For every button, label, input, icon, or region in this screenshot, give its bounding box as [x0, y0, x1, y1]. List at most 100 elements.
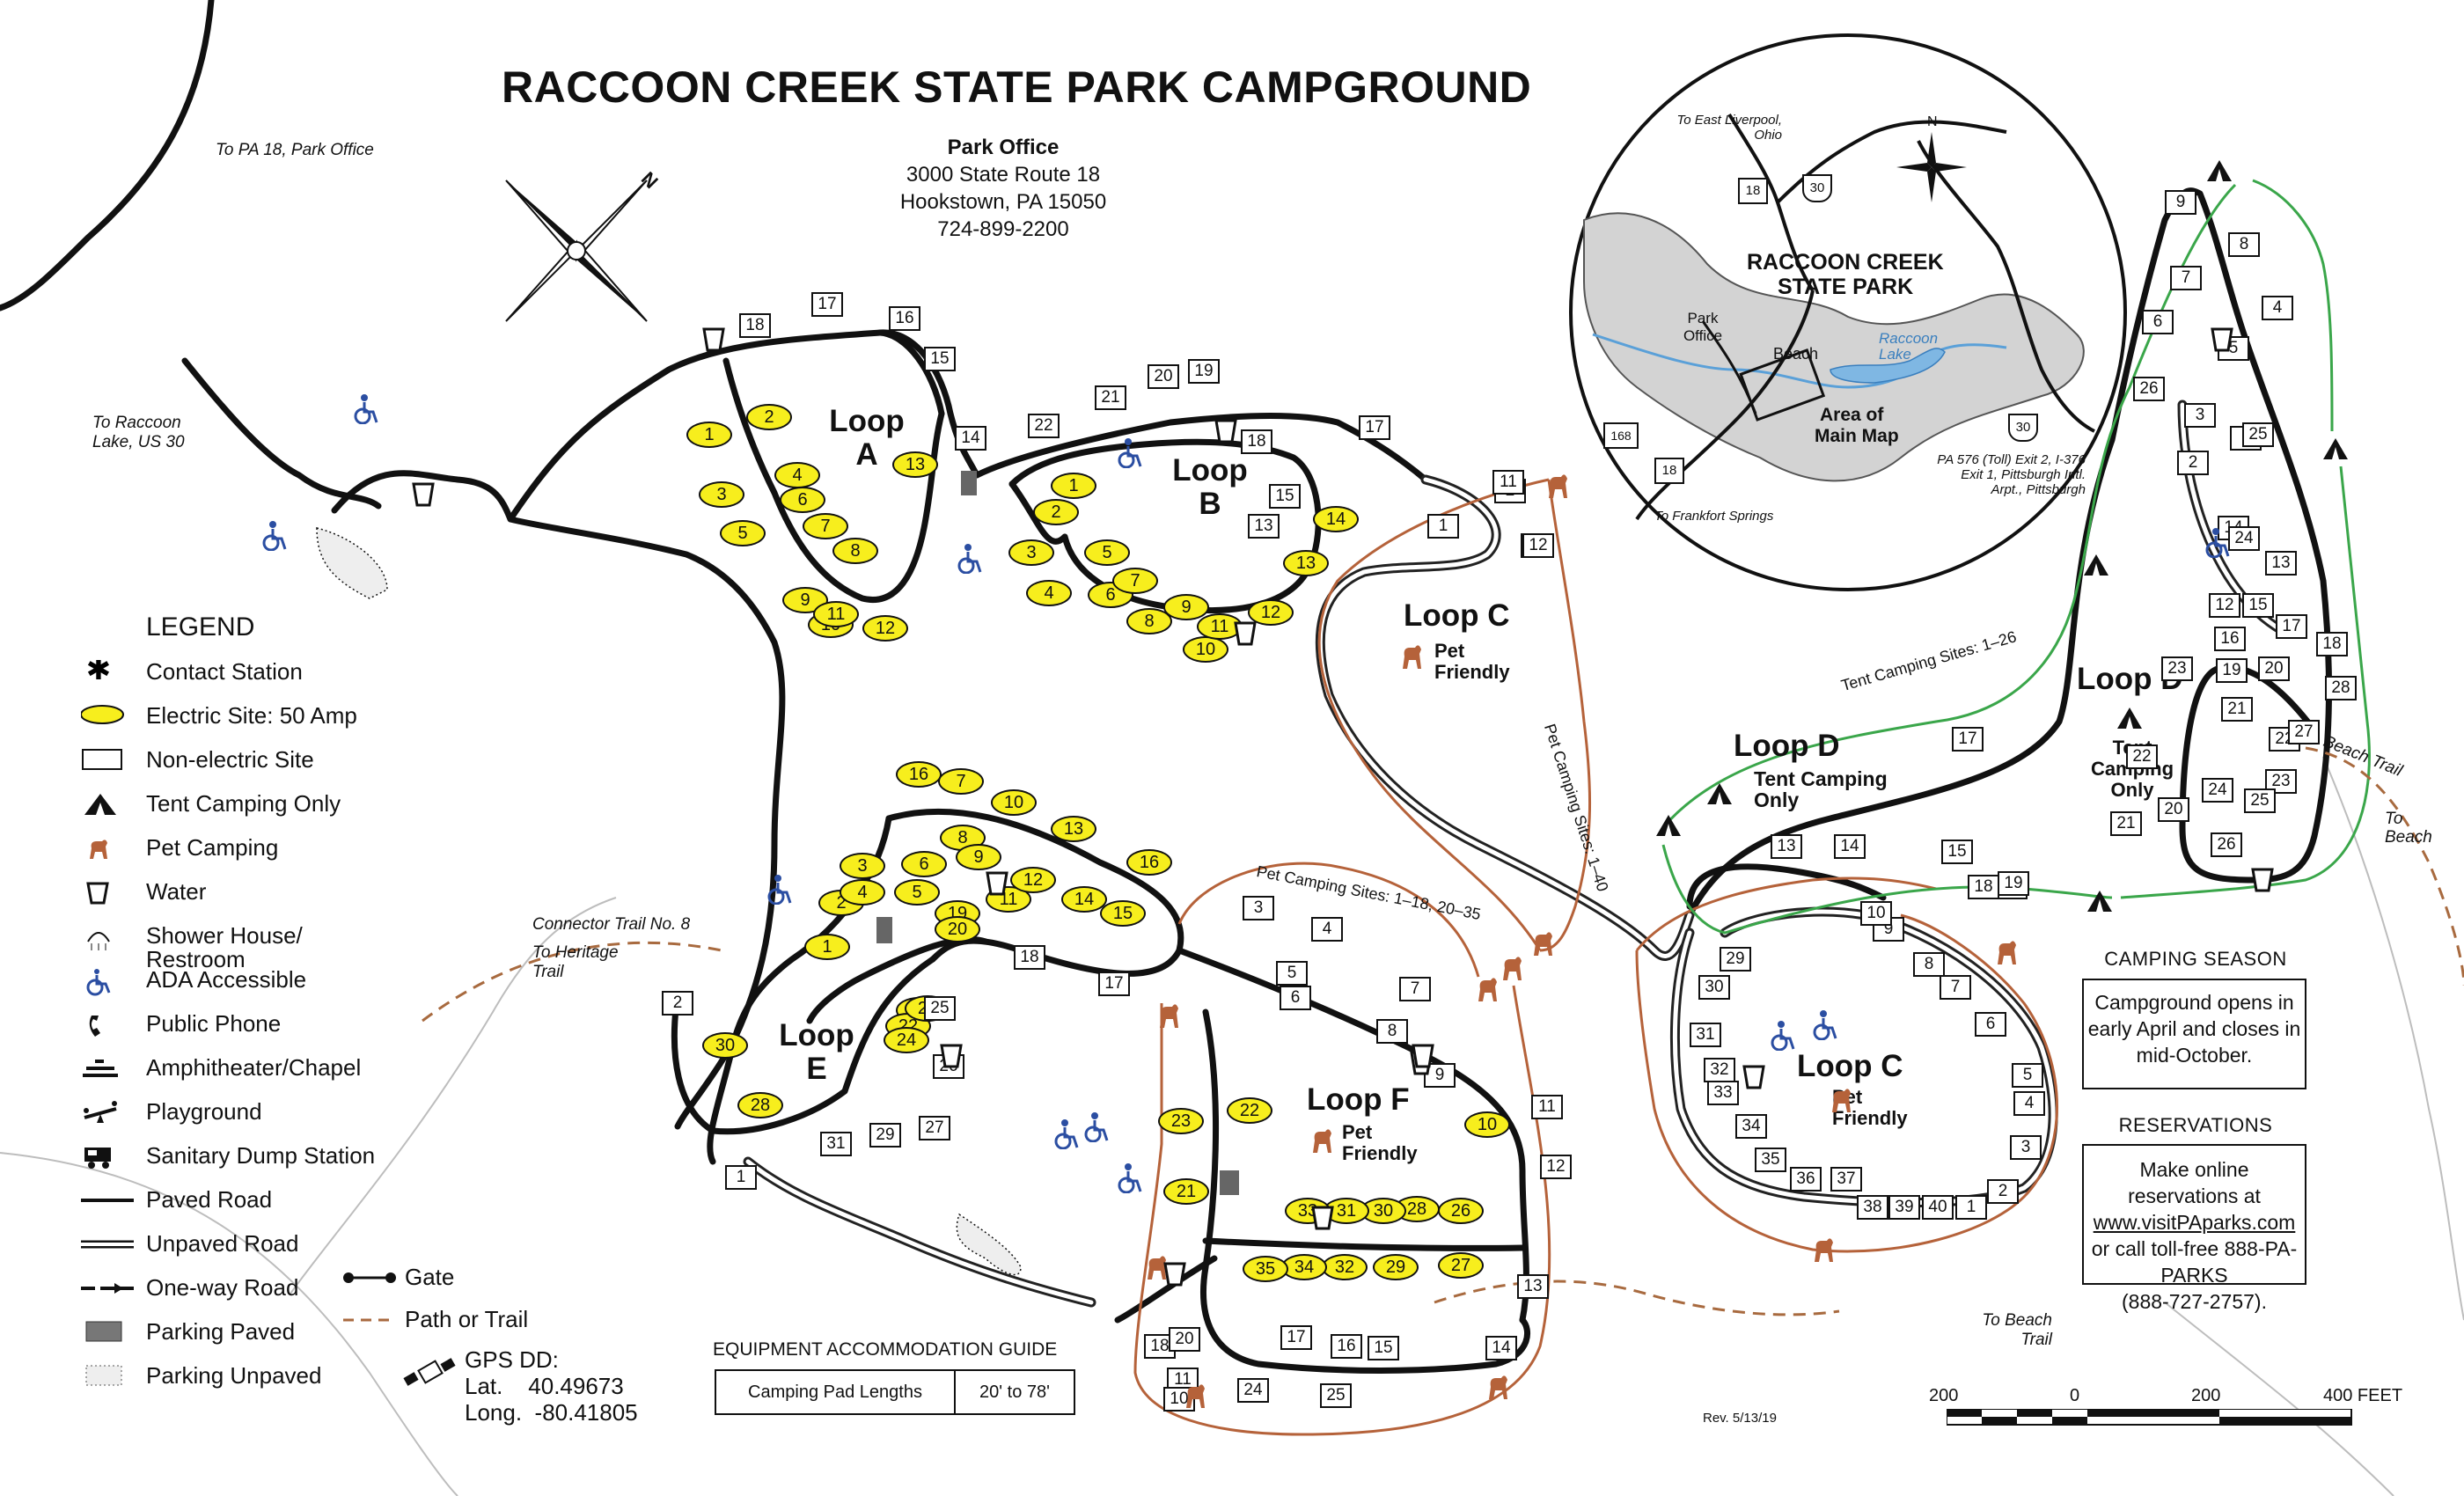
- dog-icon: [1534, 932, 1552, 956]
- electric-site: 9: [1163, 594, 1209, 620]
- electric-site: 5: [720, 520, 766, 546]
- electric-site: 7: [803, 513, 848, 539]
- park-office-address-1: 3000 State Route 18: [906, 163, 1101, 187]
- electric-site-icon: [81, 705, 124, 724]
- non-electric-site: 17: [1098, 972, 1130, 996]
- scale-label-200-left: 200: [1929, 1386, 1959, 1405]
- non-electric-site: 12: [1522, 533, 1554, 558]
- inset-route-18: 18: [1738, 178, 1768, 204]
- non-electric-site: 19: [1188, 359, 1220, 384]
- loop-b-label: Loop B: [1172, 453, 1248, 521]
- wheelchair-icon: [262, 521, 287, 551]
- non-electric-site: 30: [1698, 975, 1730, 1000]
- dog-icon: [1313, 1129, 1331, 1153]
- legend-gps: GPS DD: Lat. 40.49673 Long. -80.41805: [403, 1346, 641, 1426]
- inset-route-30-b: 30: [2008, 414, 2038, 442]
- legend-item-label: Electric Site: 50 Amp: [146, 702, 357, 729]
- non-electric-site: 7: [1940, 975, 1971, 1000]
- tent-icon: [84, 794, 116, 815]
- wheelchair-icon: [957, 544, 982, 574]
- legend-item-label: Water: [146, 878, 207, 905]
- loop-e-label: Loop E: [779, 1018, 854, 1086]
- trail-icon: [343, 1318, 396, 1322]
- non-electric-site: 17: [811, 292, 843, 317]
- pad-length-value: 20' to 78': [979, 1382, 1050, 1402]
- loop-d-only-note: Only: [1754, 788, 1800, 811]
- dog-icon: [1403, 645, 1421, 669]
- water-icon: [2251, 868, 2274, 892]
- camping-season-heading: CAMPING SEASON: [2104, 948, 2287, 970]
- non-electric-site: 37: [1830, 1167, 1862, 1192]
- parking-unpaved: [956, 1213, 1022, 1276]
- inset-park-name-2: STATE PARK: [1778, 275, 1914, 299]
- wheelchair-icon: [2205, 528, 2230, 558]
- non-electric-site: 31: [1690, 1023, 1721, 1047]
- gate-icon: [343, 1272, 396, 1283]
- non-electric-site: 33: [1707, 1081, 1739, 1105]
- tent-sites-note: Tent Camping Sites: 1–26: [1839, 627, 2019, 695]
- legend-heading: LEGEND: [146, 612, 255, 642]
- electric-site: 32: [1322, 1254, 1368, 1280]
- dog-icon: [90, 840, 107, 859]
- inset-map: [1569, 33, 2127, 591]
- parking-areas: [316, 471, 1239, 1276]
- legend-item-label: One-way Road: [146, 1274, 299, 1301]
- water-icon: [940, 1044, 963, 1068]
- non-electric-site: 22: [1028, 414, 1060, 438]
- non-electric-site: 40: [1922, 1195, 1954, 1220]
- water-icon: [1234, 621, 1257, 646]
- heritage-trail-note: To Heritage Trail: [532, 943, 619, 981]
- legend-item-label: Shower House/: [146, 922, 303, 949]
- water-icon: [86, 882, 109, 905]
- wheelchair-icon: [1084, 1112, 1109, 1142]
- non-electric-site: 17: [1280, 1325, 1312, 1350]
- non-electric-site: 35: [1755, 1148, 1786, 1172]
- legend-item: ✱Contact Station: [62, 658, 449, 697]
- electric-site: 3: [840, 853, 885, 879]
- legend-item-label: Non-electric Site: [146, 746, 314, 773]
- electric-site: 13: [1051, 816, 1096, 842]
- direction-pa18: To PA 18, Park Office: [216, 141, 374, 159]
- electric-site: 14: [1061, 886, 1107, 913]
- electric-site: 3: [1008, 539, 1054, 566]
- paved-road-icon: [81, 1199, 134, 1202]
- non-electric-site: 27: [919, 1116, 950, 1140]
- reservations-line-3: (888-727-2757).: [2122, 1290, 2267, 1313]
- parking-paved: [876, 917, 892, 943]
- electric-site: 27: [1438, 1252, 1484, 1279]
- inset-park-name-1: RACCOON CREEK: [1747, 250, 1944, 275]
- connector-trail-note: Connector Trail No. 8: [532, 915, 691, 934]
- non-electric-site: 1: [725, 1165, 757, 1190]
- legend-item: Public Phone: [62, 1010, 449, 1049]
- water-icon: [412, 482, 435, 507]
- non-electric-site: 20: [1169, 1327, 1200, 1352]
- reservations-url[interactable]: www.visitPAparks.com: [2093, 1211, 2296, 1234]
- inset-to-east-liverpool: To East Liverpool, Ohio: [1676, 113, 1782, 143]
- reservations-heading: RESERVATIONS: [2118, 1114, 2273, 1136]
- loop-d-tent-note: Tent Camping: [1754, 767, 1888, 790]
- non-electric-site: 26: [2133, 377, 2165, 401]
- non-electric-site: 17: [2276, 614, 2307, 639]
- non-electric-site: 22: [2126, 744, 2158, 769]
- parking-unpaved-icon: [85, 1365, 122, 1386]
- electric-site: 21: [1163, 1178, 1209, 1205]
- electric-site: 12: [1248, 599, 1294, 626]
- background-trails: [0, 756, 2464, 1496]
- wheelchair-icon: [767, 875, 792, 905]
- tent-icon: [2084, 554, 2108, 576]
- electric-site: 20: [935, 916, 980, 942]
- non-electric-site: 19: [1998, 871, 2029, 896]
- non-electric-site: 6: [1280, 986, 1311, 1010]
- non-electric-site: 6: [2142, 310, 2174, 334]
- non-electric-site: 14: [955, 426, 986, 451]
- non-electric-site: 25: [1320, 1383, 1352, 1408]
- revision-note: Rev. 5/13/19: [1703, 1411, 1777, 1426]
- non-electric-site: 17: [1359, 415, 1390, 440]
- legend-gate: Gate: [343, 1264, 669, 1291]
- non-electric-site: 20: [2158, 797, 2189, 822]
- electric-site: 10: [1183, 636, 1228, 663]
- reservations-line-1: Make online reservations at: [2128, 1158, 2261, 1207]
- electric-site: 23: [1158, 1108, 1204, 1134]
- amphitheater-icon: [83, 1060, 118, 1077]
